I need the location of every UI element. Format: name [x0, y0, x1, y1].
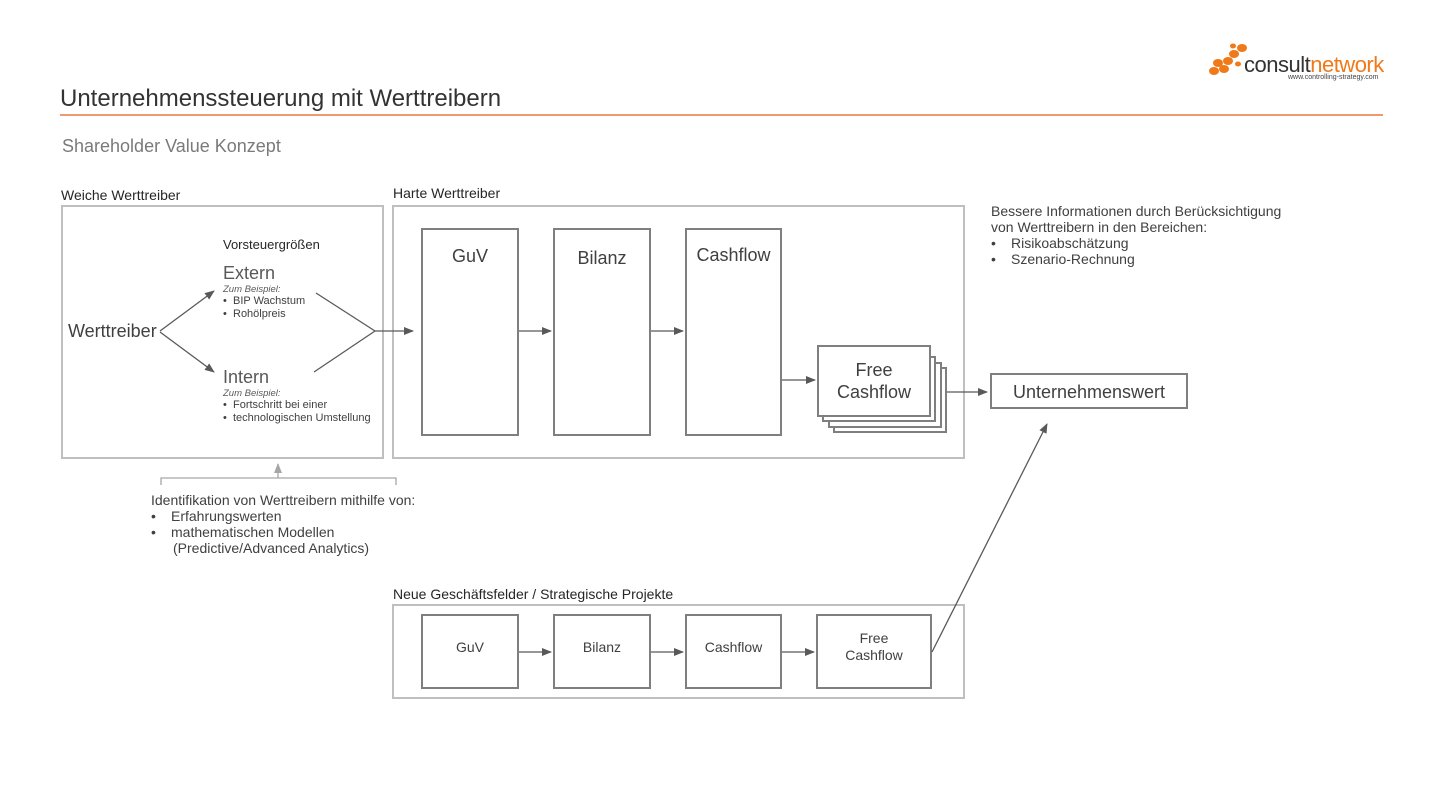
external-item: Rohölpreis	[223, 308, 305, 321]
external-title: Extern	[223, 263, 276, 283]
werttreiber-root: Werttreiber	[68, 321, 157, 341]
hard-bilanz-box: Bilanz	[553, 228, 651, 436]
identification-item: Erfahrungswerten	[151, 508, 415, 524]
external-item: BIP Wachstum	[223, 295, 305, 308]
page-title: Unternehmenssteuerung mit Werttreibern	[60, 85, 502, 112]
benefits-item: Szenario-Rechnung	[991, 251, 1281, 267]
logo-url: www.controlling-strategy.com	[1288, 74, 1379, 81]
title-divider	[60, 114, 1383, 116]
logo-wordmark: consultnetwork	[1244, 52, 1384, 77]
benefits-note: Bessere Informationen durch Berücksichti…	[991, 203, 1281, 267]
identification-note: Identifikation von Werttreibern mithilfe…	[151, 492, 415, 556]
new-guv-box: GuV	[421, 614, 519, 689]
new-bilanz-box: Bilanz	[553, 614, 651, 689]
hard-drivers-label: Harte Werttreiber	[393, 185, 501, 201]
hard-free-cashflow-box: Free Cashflow	[817, 345, 931, 417]
hard-guv-box: GuV	[421, 228, 519, 436]
identification-bracket	[160, 477, 397, 485]
hard-cashflow-box: Cashflow	[685, 228, 782, 436]
enterprise-value-box: Unternehmenswert	[990, 373, 1188, 409]
internal-indicator: Intern Zum Beispiel: Fortschritt bei ein…	[223, 367, 371, 425]
arrow-to-extern	[159, 290, 215, 332]
identification-item: mathematischen Modellen	[151, 524, 415, 540]
new-free-cashflow-box: Free Cashflow	[816, 614, 932, 689]
soft-drivers-label: Weiche Werttreiber	[61, 187, 181, 203]
external-indicator: Extern Zum Beispiel: BIP Wachstum Rohölp…	[223, 263, 305, 321]
identification-continuation: (Predictive/Advanced Analytics)	[173, 540, 370, 556]
arrow-new-fcf-enterprise-value	[931, 423, 1048, 653]
identification-intro: Identifikation von Werttreibern mithilfe…	[151, 492, 416, 508]
company-logo: consultnetwork www.controlling-strategy.…	[1208, 42, 1388, 86]
external-example-label: Zum Beispiel:	[223, 284, 281, 295]
internal-example-label: Zum Beispiel:	[223, 388, 281, 399]
new-cashflow-box: Cashflow	[685, 614, 782, 689]
logo-dots-icon	[1209, 43, 1247, 75]
benefits-intro: Bessere Informationen durch Berücksichti…	[991, 203, 1282, 219]
hard-drivers-container	[392, 205, 965, 459]
line-intern-merge	[313, 330, 376, 373]
new-business-container	[392, 604, 965, 699]
internal-title: Intern	[223, 367, 270, 387]
benefits-intro-2: von Werttreibern in den Bereichen:	[991, 219, 1208, 235]
page-subtitle: Shareholder Value Konzept	[62, 136, 281, 156]
arrow-to-intern	[159, 331, 215, 373]
internal-item-continued: technologischen Umstellung	[223, 412, 371, 425]
soft-drivers-container	[61, 205, 384, 459]
leading-indicators-label: Vorsteuergrößen	[223, 237, 320, 252]
line-extern-merge	[315, 292, 376, 332]
internal-item: Fortschritt bei einer	[223, 399, 371, 412]
new-business-label: Neue Geschäftsfelder / Strategische Proj…	[393, 586, 674, 602]
benefits-item: Risikoabschätzung	[991, 235, 1281, 251]
